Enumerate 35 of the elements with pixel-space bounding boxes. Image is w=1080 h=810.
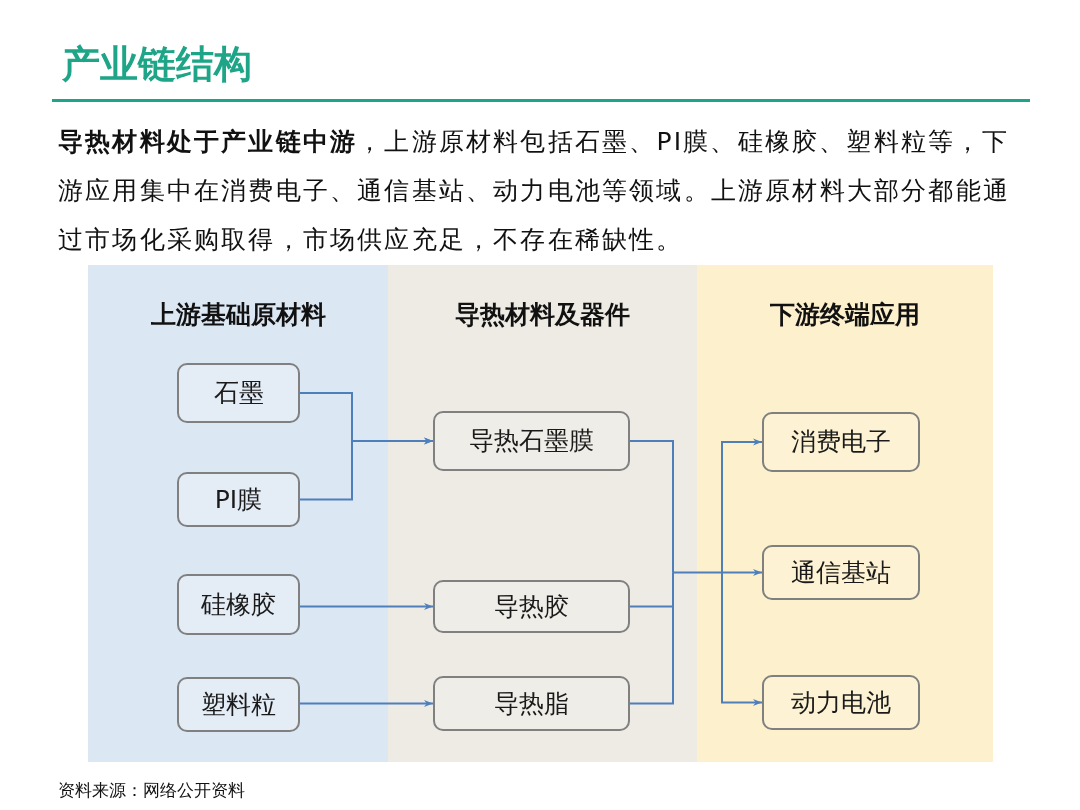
connector-line	[629, 440, 674, 574]
rounded-box	[433, 676, 630, 731]
rounded-box	[177, 472, 300, 527]
connector-arrow	[299, 699, 434, 708]
column-band	[88, 265, 388, 762]
column-heading: 导热材料及器件	[455, 299, 630, 331]
rounded-box	[762, 545, 920, 600]
connector-arrow	[721, 438, 763, 574]
connector-arrow	[721, 571, 763, 707]
node-label: 动力电池	[791, 686, 891, 719]
node-label: 塑料粒	[201, 688, 276, 721]
node-label: 硅橡胶	[201, 588, 276, 621]
node-label: 导热脂	[494, 687, 569, 720]
rounded-box	[177, 363, 300, 423]
rounded-box	[177, 677, 300, 732]
node-label: 导热胶	[494, 590, 569, 623]
column-heading: 下游终端应用	[770, 299, 920, 331]
node-label: 消费电子	[791, 426, 891, 458]
node-label: 导热石墨膜	[469, 425, 594, 457]
intro-paragraph: 导热材料处于产业链中游，上游原材料包括石墨、PI膜、硅橡胶、塑料粒等，下游应用集中在消费电子、通信基站、动力电池等领域。上游原材料大部分都能通过市场化采购取得，市场供应充足，不存在稀缺性。	[58, 126, 1011, 256]
rounded-box	[433, 411, 630, 471]
rounded-box	[177, 574, 300, 635]
page-title: 产业链结构	[62, 41, 252, 88]
rounded-box	[762, 412, 920, 472]
column-band	[388, 265, 697, 762]
node-label: 石墨	[213, 377, 264, 409]
rounded-box	[433, 580, 630, 633]
connector-line	[629, 571, 674, 705]
rounded-box	[762, 675, 920, 730]
node-label: 通信基站	[791, 556, 891, 589]
column-band	[697, 265, 993, 762]
source-note: 资料来源：网络公开资料	[58, 779, 245, 802]
node-label: PI膜	[214, 483, 263, 516]
connector-arrow	[299, 602, 434, 611]
column-heading: 上游基础原材料	[150, 299, 326, 331]
